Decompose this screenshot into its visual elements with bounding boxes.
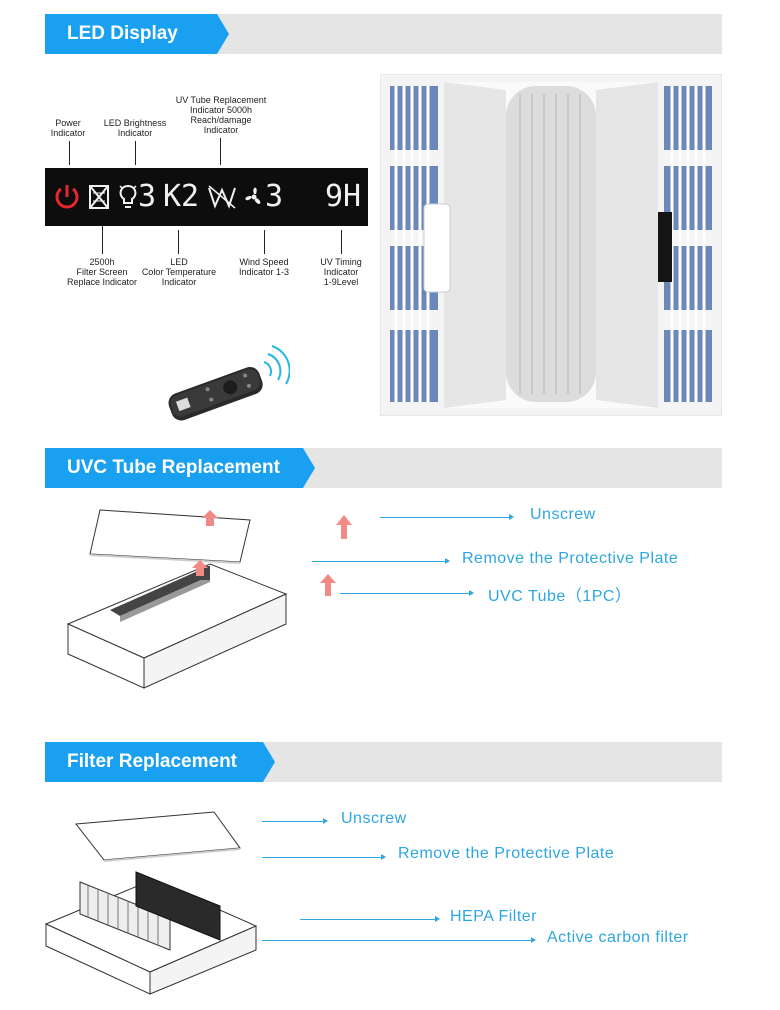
wind-speed-indicator-label: Wind Speed Indicator 1-3	[238, 257, 290, 277]
remote-control-image	[168, 345, 290, 421]
color-temp-indicator-label: LED Color Temperature Indicator	[141, 257, 217, 287]
fan-icon	[245, 187, 261, 204]
step-remove-plate-filter: Remove the Protective Plate	[398, 845, 615, 862]
bulb-icon	[119, 185, 137, 208]
section-header-uvc: UVC Tube Replacement	[45, 448, 722, 488]
section-title-led: LED Display	[45, 14, 229, 54]
step-carbon-filter: Active carbon filter	[547, 929, 689, 946]
pointer-arrow	[340, 590, 474, 596]
filter-replace-icon	[89, 185, 109, 209]
leader-line	[178, 230, 179, 254]
product-photo	[380, 74, 722, 416]
uv-timing-indicator-label: UV Timing Indicator 1-9Level	[320, 257, 362, 287]
pointer-arrow	[262, 937, 536, 943]
uvc-exploded-diagram	[66, 509, 288, 689]
leader-line	[102, 226, 103, 254]
leader-line	[341, 230, 342, 254]
pointer-arrow	[262, 818, 328, 824]
red-arrow-icon	[336, 515, 352, 539]
led-display-panel: 3 K2 3 9H	[45, 168, 368, 226]
section-header-led: LED Display	[45, 14, 722, 54]
pointer-arrow	[312, 558, 450, 564]
pointer-arrow	[262, 854, 386, 860]
leader-line	[264, 230, 265, 254]
color-temp-digit: K2	[163, 179, 200, 214]
section-header-filter: Filter Replacement	[45, 742, 722, 782]
wind-speed-digit: 3	[265, 179, 284, 214]
pointer-arrow	[300, 916, 440, 922]
step-hepa-filter: HEPA Filter	[450, 908, 537, 925]
section-title-filter: Filter Replacement	[45, 742, 275, 782]
uv-tube-indicator-label: UV Tube Replacement Indicator 5000h Reac…	[175, 95, 267, 135]
timing-digit: 9H	[325, 179, 362, 214]
leader-line	[69, 141, 70, 165]
brightness-indicator-label: LED Brightness Indicator	[103, 118, 167, 138]
section-title-uvc: UVC Tube Replacement	[45, 448, 315, 488]
uv-tube-icon	[208, 185, 236, 209]
filter-exploded-diagram	[44, 811, 258, 995]
step-unscrew-filter: Unscrew	[341, 810, 407, 827]
filter-indicator-label: 2500h Filter Screen Replace Indicator	[66, 257, 138, 287]
step-remove-plate-uvc: Remove the Protective Plate	[462, 550, 679, 567]
power-icon	[55, 185, 79, 209]
red-arrow-icon	[320, 574, 336, 596]
leader-line	[135, 141, 136, 165]
brightness-digit: 3	[138, 179, 157, 214]
step-uvc-tube: UVC Tube（1PC）	[488, 588, 632, 605]
step-unscrew-uvc: Unscrew	[530, 506, 596, 523]
leader-line	[220, 138, 221, 165]
power-indicator-label: Power Indicator	[50, 118, 86, 138]
pointer-arrow	[380, 514, 514, 520]
